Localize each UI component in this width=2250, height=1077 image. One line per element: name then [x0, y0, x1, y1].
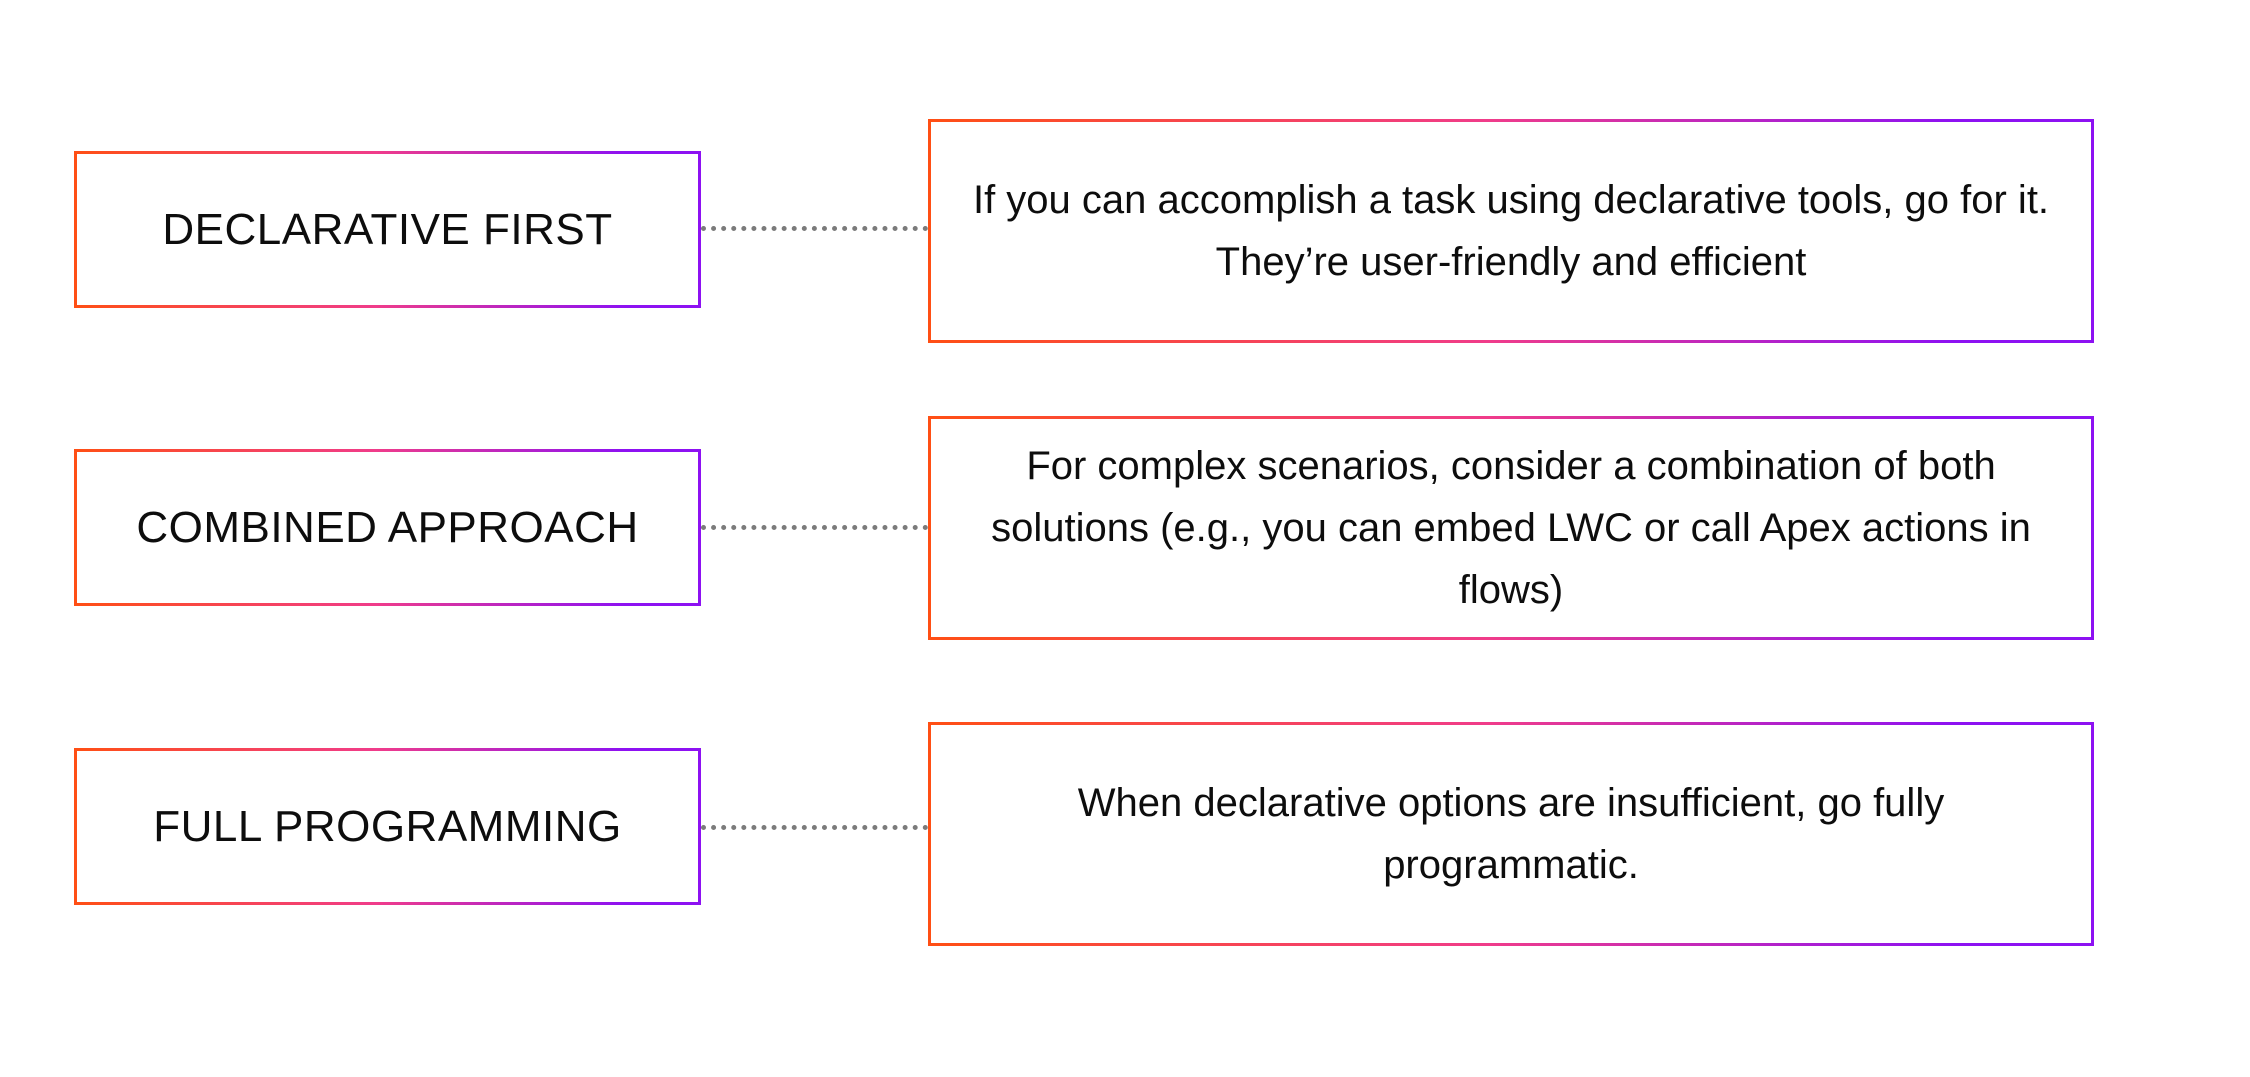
- term-label-full-programming: FULL PROGRAMMING: [77, 751, 698, 902]
- description-box-combined-approach: For complex scenarios, consider a combin…: [928, 416, 2094, 640]
- description-text-declarative-first: If you can accomplish a task using decla…: [931, 122, 2091, 340]
- dotted-connector-row2: [701, 525, 928, 530]
- description-text-full-programming: When declarative options are insufficien…: [931, 725, 2091, 943]
- term-label-declarative-first: DECLARATIVE FIRST: [77, 154, 698, 305]
- term-box-declarative-first: DECLARATIVE FIRST: [74, 151, 701, 308]
- term-label-combined-approach: COMBINED APPROACH: [77, 452, 698, 603]
- term-box-full-programming: FULL PROGRAMMING: [74, 748, 701, 905]
- term-box-combined-approach: COMBINED APPROACH: [74, 449, 701, 606]
- dotted-connector-row3: [701, 825, 928, 830]
- description-text-combined-approach: For complex scenarios, consider a combin…: [931, 419, 2091, 637]
- description-box-full-programming: When declarative options are insufficien…: [928, 722, 2094, 946]
- dotted-connector-row1: [701, 226, 928, 231]
- description-box-declarative-first: If you can accomplish a task using decla…: [928, 119, 2094, 343]
